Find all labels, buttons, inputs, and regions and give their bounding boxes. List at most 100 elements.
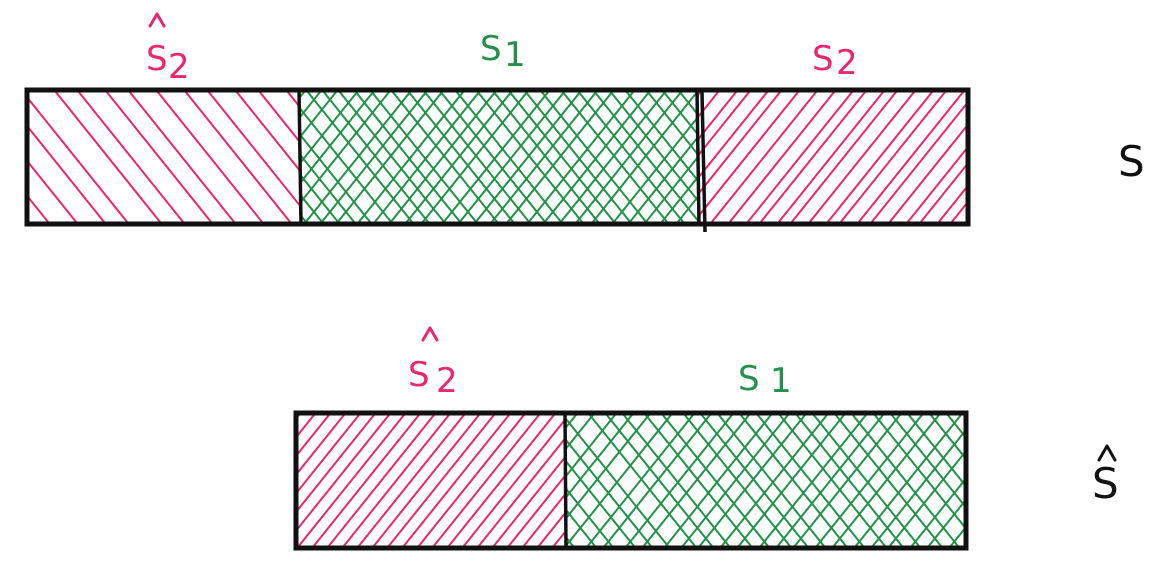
- hatch-line: [174, 409, 289, 552]
- hatch-line: [310, 413, 422, 548]
- hatch-line: [299, 90, 392, 206]
- label-s1-bottom-letter: S: [738, 359, 760, 399]
- hatch-line: [760, 86, 874, 228]
- hatch-line: [1014, 86, 1128, 228]
- bar-s-hat-outline: [293, 410, 969, 551]
- hatch-line: [52, 90, 163, 224]
- hatch-line: [504, 90, 615, 224]
- hatch-line: [557, 90, 668, 224]
- hatch-line: [296, 413, 377, 514]
- hatch-line: [566, 438, 654, 548]
- hatch-line: [566, 413, 674, 548]
- hatch-line: [610, 114, 699, 224]
- hatch-line: [589, 90, 699, 224]
- label-s1-subscript: 1: [504, 35, 526, 75]
- hatch-line: [318, 90, 429, 224]
- hatch-line: [699, 90, 752, 157]
- row-label-s-hat-letter: S: [1092, 459, 1119, 508]
- hatch-line: [415, 413, 527, 548]
- hatch-line: [437, 90, 548, 224]
- hatch-line: [400, 413, 512, 548]
- hatch-line: [830, 413, 942, 548]
- hatch-line: [658, 174, 699, 224]
- hatch-line: [927, 413, 966, 461]
- hatch-line: [779, 86, 893, 228]
- segment-s2-hat-hatch-bottom: [159, 409, 799, 552]
- hatch-line: [103, 90, 214, 224]
- hatch-line: [792, 86, 906, 228]
- hatch-line: [505, 473, 566, 548]
- hatch-line: [888, 413, 966, 510]
- label-s2-hat-bottom-subscript: 2: [436, 361, 458, 401]
- hatch-line: [852, 413, 964, 548]
- hatch-line: [699, 90, 739, 140]
- hatch-line: [609, 409, 724, 552]
- hatch-line: [813, 413, 925, 548]
- hatch-line: [159, 409, 274, 552]
- hatch-line: [699, 90, 801, 218]
- hatch-line: [660, 90, 699, 138]
- hatch-line: [427, 409, 542, 552]
- hatch-line: [708, 90, 819, 224]
- hatch-line: [430, 413, 542, 548]
- hatch-line: [591, 90, 699, 224]
- label-s2-hat-bottom-letter: S: [408, 355, 430, 395]
- hatch-line: [662, 413, 774, 548]
- hatch-line: [538, 90, 649, 224]
- hatch-line: [584, 413, 696, 548]
- hatch-line: [256, 90, 299, 143]
- hatch-line: [964, 546, 966, 548]
- hatch-line: [684, 409, 799, 552]
- hatch-line: [296, 413, 407, 548]
- hatch-line: [757, 90, 868, 224]
- hatch-line: [460, 417, 566, 548]
- hatch-line: [735, 413, 847, 548]
- hatch-line: [421, 90, 532, 224]
- bar-s-outline: [24, 87, 971, 227]
- segment-s1-crosshatch-bottom: [427, 409, 966, 552]
- hatch-line: [126, 90, 237, 224]
- hatch-line: [566, 417, 671, 548]
- hatch-line: [0, 86, 2, 228]
- hatch-line: [917, 161, 968, 224]
- label-s2-subscript: 2: [836, 43, 858, 83]
- hatch-line: [669, 409, 784, 552]
- hatch-line: [296, 413, 362, 496]
- hatch-line: [440, 90, 551, 224]
- label-s2-top: S 2: [812, 39, 858, 83]
- hatch-line: [886, 122, 968, 224]
- row-label-s: S: [1118, 137, 1145, 186]
- hatch-line: [594, 409, 709, 552]
- hatch-line: [75, 90, 186, 224]
- hatch-line: [868, 100, 968, 224]
- hatch-line: [296, 413, 317, 439]
- hatch-line: [385, 413, 497, 548]
- hatch-line: [944, 413, 966, 440]
- bar-s-hat-divider: [563, 412, 568, 549]
- hatch-line: [566, 413, 652, 520]
- hatch-line: [886, 449, 966, 548]
- hatch-line: [566, 413, 635, 499]
- hatch-line: [623, 90, 699, 184]
- hatch-line: [182, 90, 293, 224]
- hatch-line: [774, 413, 886, 548]
- hatch-line: [541, 90, 652, 224]
- hatch-line: [506, 90, 617, 224]
- hat-mark: [421, 326, 439, 342]
- hatch-line: [644, 90, 699, 158]
- hatch-line: [566, 487, 615, 548]
- hatch-line: [824, 90, 935, 224]
- hat-mark: [1097, 444, 1117, 462]
- hatch-line: [352, 90, 463, 224]
- hatch-line: [837, 90, 948, 224]
- label-s1-top: S 1: [480, 29, 526, 75]
- hatch-line: [320, 90, 431, 224]
- hatch-line: [925, 498, 966, 548]
- hatch-line: [296, 413, 302, 421]
- hatch-line: [475, 435, 566, 548]
- hatch-line: [302, 90, 413, 224]
- hatch-line: [233, 90, 299, 172]
- hatch-line: [490, 90, 601, 224]
- hatch-line: [775, 90, 886, 224]
- hatch-line: [299, 151, 357, 224]
